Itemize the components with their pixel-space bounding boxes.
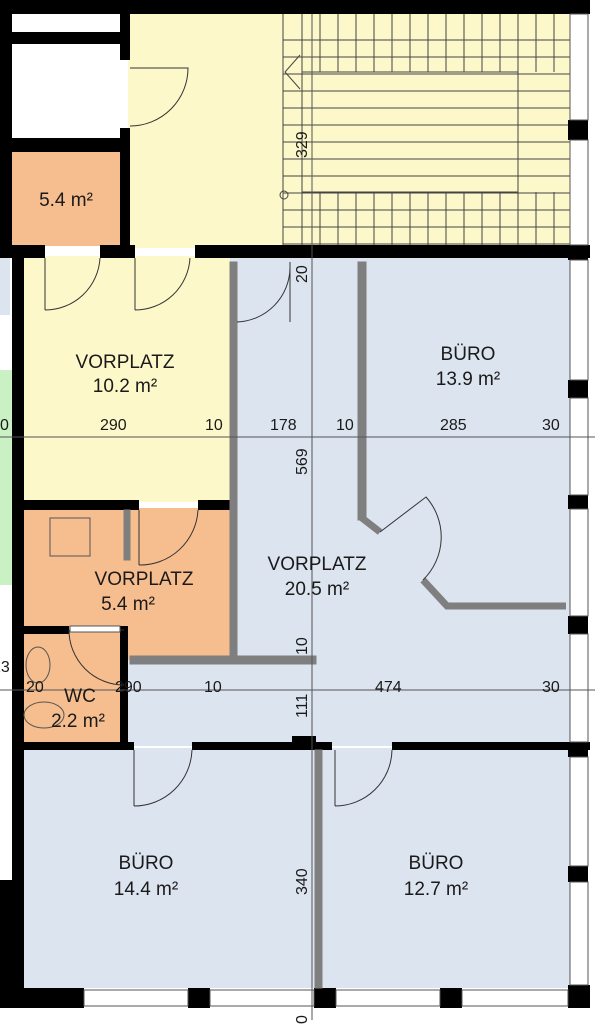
svg-text:0: 0 [0, 417, 9, 434]
side-blue-area [0, 255, 10, 315]
room-name: BÜRO [119, 853, 174, 874]
room-area: 20.5 m² [285, 579, 349, 600]
svg-text:10: 10 [294, 637, 311, 655]
svg-text:30: 30 [542, 679, 560, 696]
room-area: 10.2 m² [93, 376, 157, 397]
doors [44, 67, 442, 807]
windows [83, 13, 589, 1007]
room-area: 5.4 m² [39, 190, 93, 211]
dimension-lines [0, 14, 595, 1020]
svg-text:285: 285 [440, 417, 467, 434]
svg-text:569: 569 [294, 448, 311, 475]
svg-text:340: 340 [294, 868, 311, 895]
room-area: 12.7 m² [404, 879, 468, 900]
room-area: 5.4 m² [101, 594, 155, 615]
side-green-area [0, 370, 12, 585]
room-area: 14.4 m² [114, 879, 178, 900]
svg-text:290: 290 [100, 417, 127, 434]
svg-text:290: 290 [115, 679, 142, 696]
vorplatz-10-2 [24, 256, 232, 502]
room-area: 2.2 m² [51, 711, 105, 732]
svg-text:20: 20 [26, 679, 44, 696]
svg-text:178: 178 [270, 417, 297, 434]
svg-text:111: 111 [294, 694, 311, 718]
sink-icon [25, 646, 51, 684]
svg-text:23: 23 [0, 659, 10, 676]
stair-hall [128, 12, 570, 248]
shaft-box [49, 517, 91, 557]
room-name: VORPLATZ [95, 569, 194, 590]
svg-text:10: 10 [204, 679, 222, 696]
dimension-labels: 0 290 10 178 10 285 30 23 20 290 10 474 … [0, 131, 560, 1024]
fixtures [23, 517, 91, 729]
svg-text:20: 20 [294, 265, 311, 283]
buero-12-7 [318, 748, 570, 988]
svg-text:10: 10 [336, 417, 354, 434]
svg-text:10: 10 [205, 417, 223, 434]
toilet-icon [23, 701, 65, 729]
room-name: BÜRO [441, 344, 496, 365]
svg-text:30: 30 [542, 417, 560, 434]
svg-text:0: 0 [294, 1015, 311, 1024]
room-name: BÜRO [409, 853, 464, 874]
room-name: WC [64, 686, 96, 707]
svg-text:329: 329 [294, 131, 311, 158]
corridor-lower [126, 660, 570, 746]
room-labels: 5.4 m² VORPLATZ 10.2 m² BÜRO 13.9 m² VOR… [39, 190, 500, 900]
room-name: VORPLATZ [76, 352, 175, 373]
storage-room [12, 150, 122, 246]
buero-14-4 [24, 748, 318, 988]
room-area: 13.9 m² [436, 369, 500, 390]
room-name: VORPLATZ [268, 554, 367, 575]
svg-text:474: 474 [375, 679, 402, 696]
staircase [279, 14, 570, 245]
partitions [123, 261, 566, 989]
walls [0, 0, 590, 1008]
